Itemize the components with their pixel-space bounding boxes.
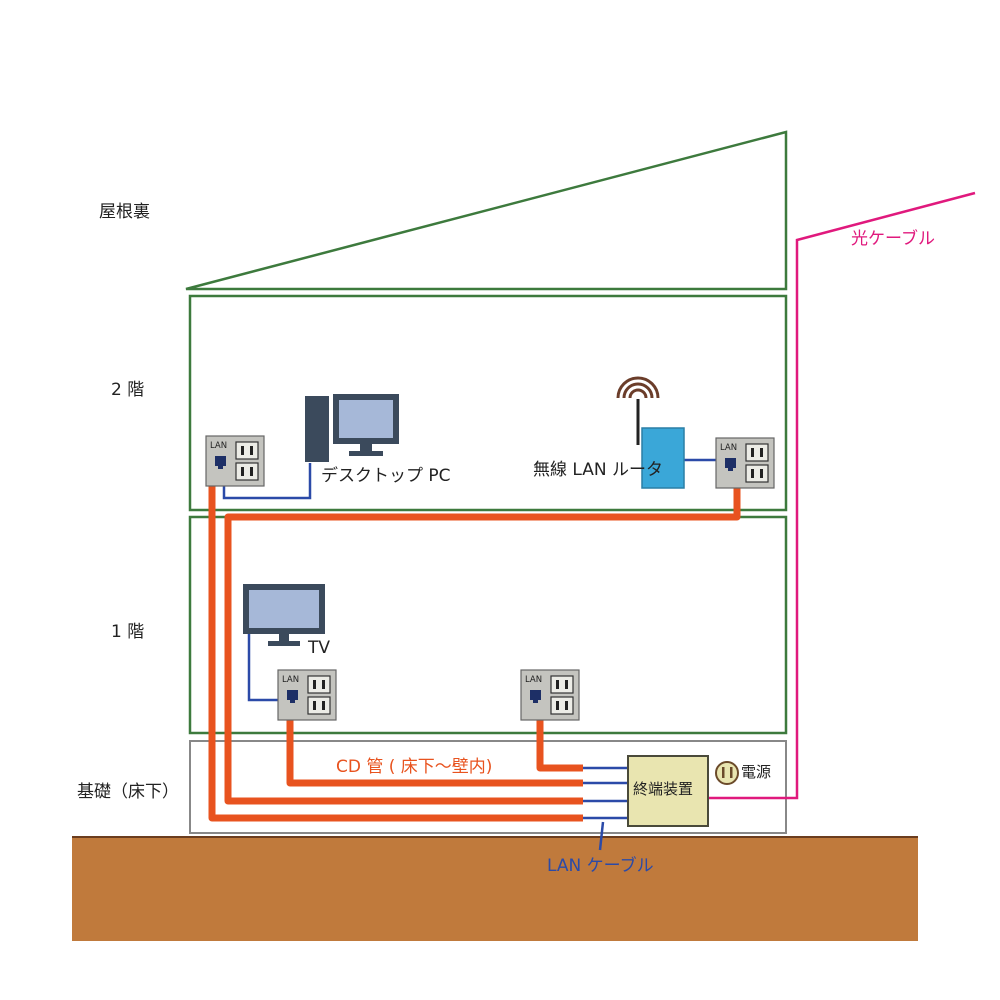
optical-cable-label: 光ケーブル [851,229,935,249]
first-floor-label: 1 階 [111,622,145,642]
attic-label: 屋根裏 [99,202,150,222]
cd-pipe-1f-tv [286,718,583,787]
second-floor-label: 2 階 [111,380,145,400]
cd-pipe-2f-router [224,486,741,805]
cd-pipe-2f-left [208,486,583,822]
power-socket-icon [235,462,259,481]
lan-outlet-2f-right: LAN [715,437,775,489]
lan-cable-pointer [598,821,605,851]
cd-pipe-label: CD 管 ( 床下〜壁内) [336,757,493,777]
lan-cable-tv [247,628,290,702]
lan-outlet-1f-right: LAN [520,669,580,721]
power-label: 電源 [741,763,772,781]
outlet-lan-label: LAN [720,443,737,453]
terminal-device [627,755,709,827]
second-floor-box [188,294,788,512]
power-socket-icon [745,443,769,462]
attic-roof [185,130,788,291]
foundation-box [189,740,787,834]
rj45-jack-icon [530,690,541,700]
ground [72,837,918,941]
tv-icon [243,584,325,646]
outlet-lan-label: LAN [282,675,299,685]
lan-outlet-1f-left: LAN [277,669,337,721]
outlet-lan-label: LAN [525,675,542,685]
rj45-jack-icon [287,690,298,700]
desktop-pc-label: デスクトップ PC [321,466,451,486]
cd-pipe-1f-right [536,718,583,772]
lan-outlets: LAN LAN LAN LAN [205,435,775,721]
wireless-router-icon [616,376,685,489]
terminal-device-label: 終端装置 [633,780,694,798]
power-socket-icon [235,441,259,460]
lan-outlet-2f-left: LAN [205,435,265,487]
power-outlet-icon [715,761,739,785]
rj45-jack-icon [215,456,226,466]
lan-cable-label: LAN ケーブル [547,856,654,876]
power-socket-icon [307,696,331,715]
tv-label: TV [308,638,331,658]
wireless-router-label: 無線 LAN ルータ [533,460,664,480]
power-socket-icon [550,696,574,715]
rj45-jack-icon [725,458,736,468]
cd-pipes [208,486,741,822]
power-socket-icon [745,464,769,483]
power-socket-icon [550,675,574,694]
power-socket-icon [307,675,331,694]
optical-cable [708,191,976,800]
foundation-label: 基礎（床下） [77,782,179,802]
desktop-pc-icon [305,394,399,462]
outlet-lan-label: LAN [210,441,227,451]
